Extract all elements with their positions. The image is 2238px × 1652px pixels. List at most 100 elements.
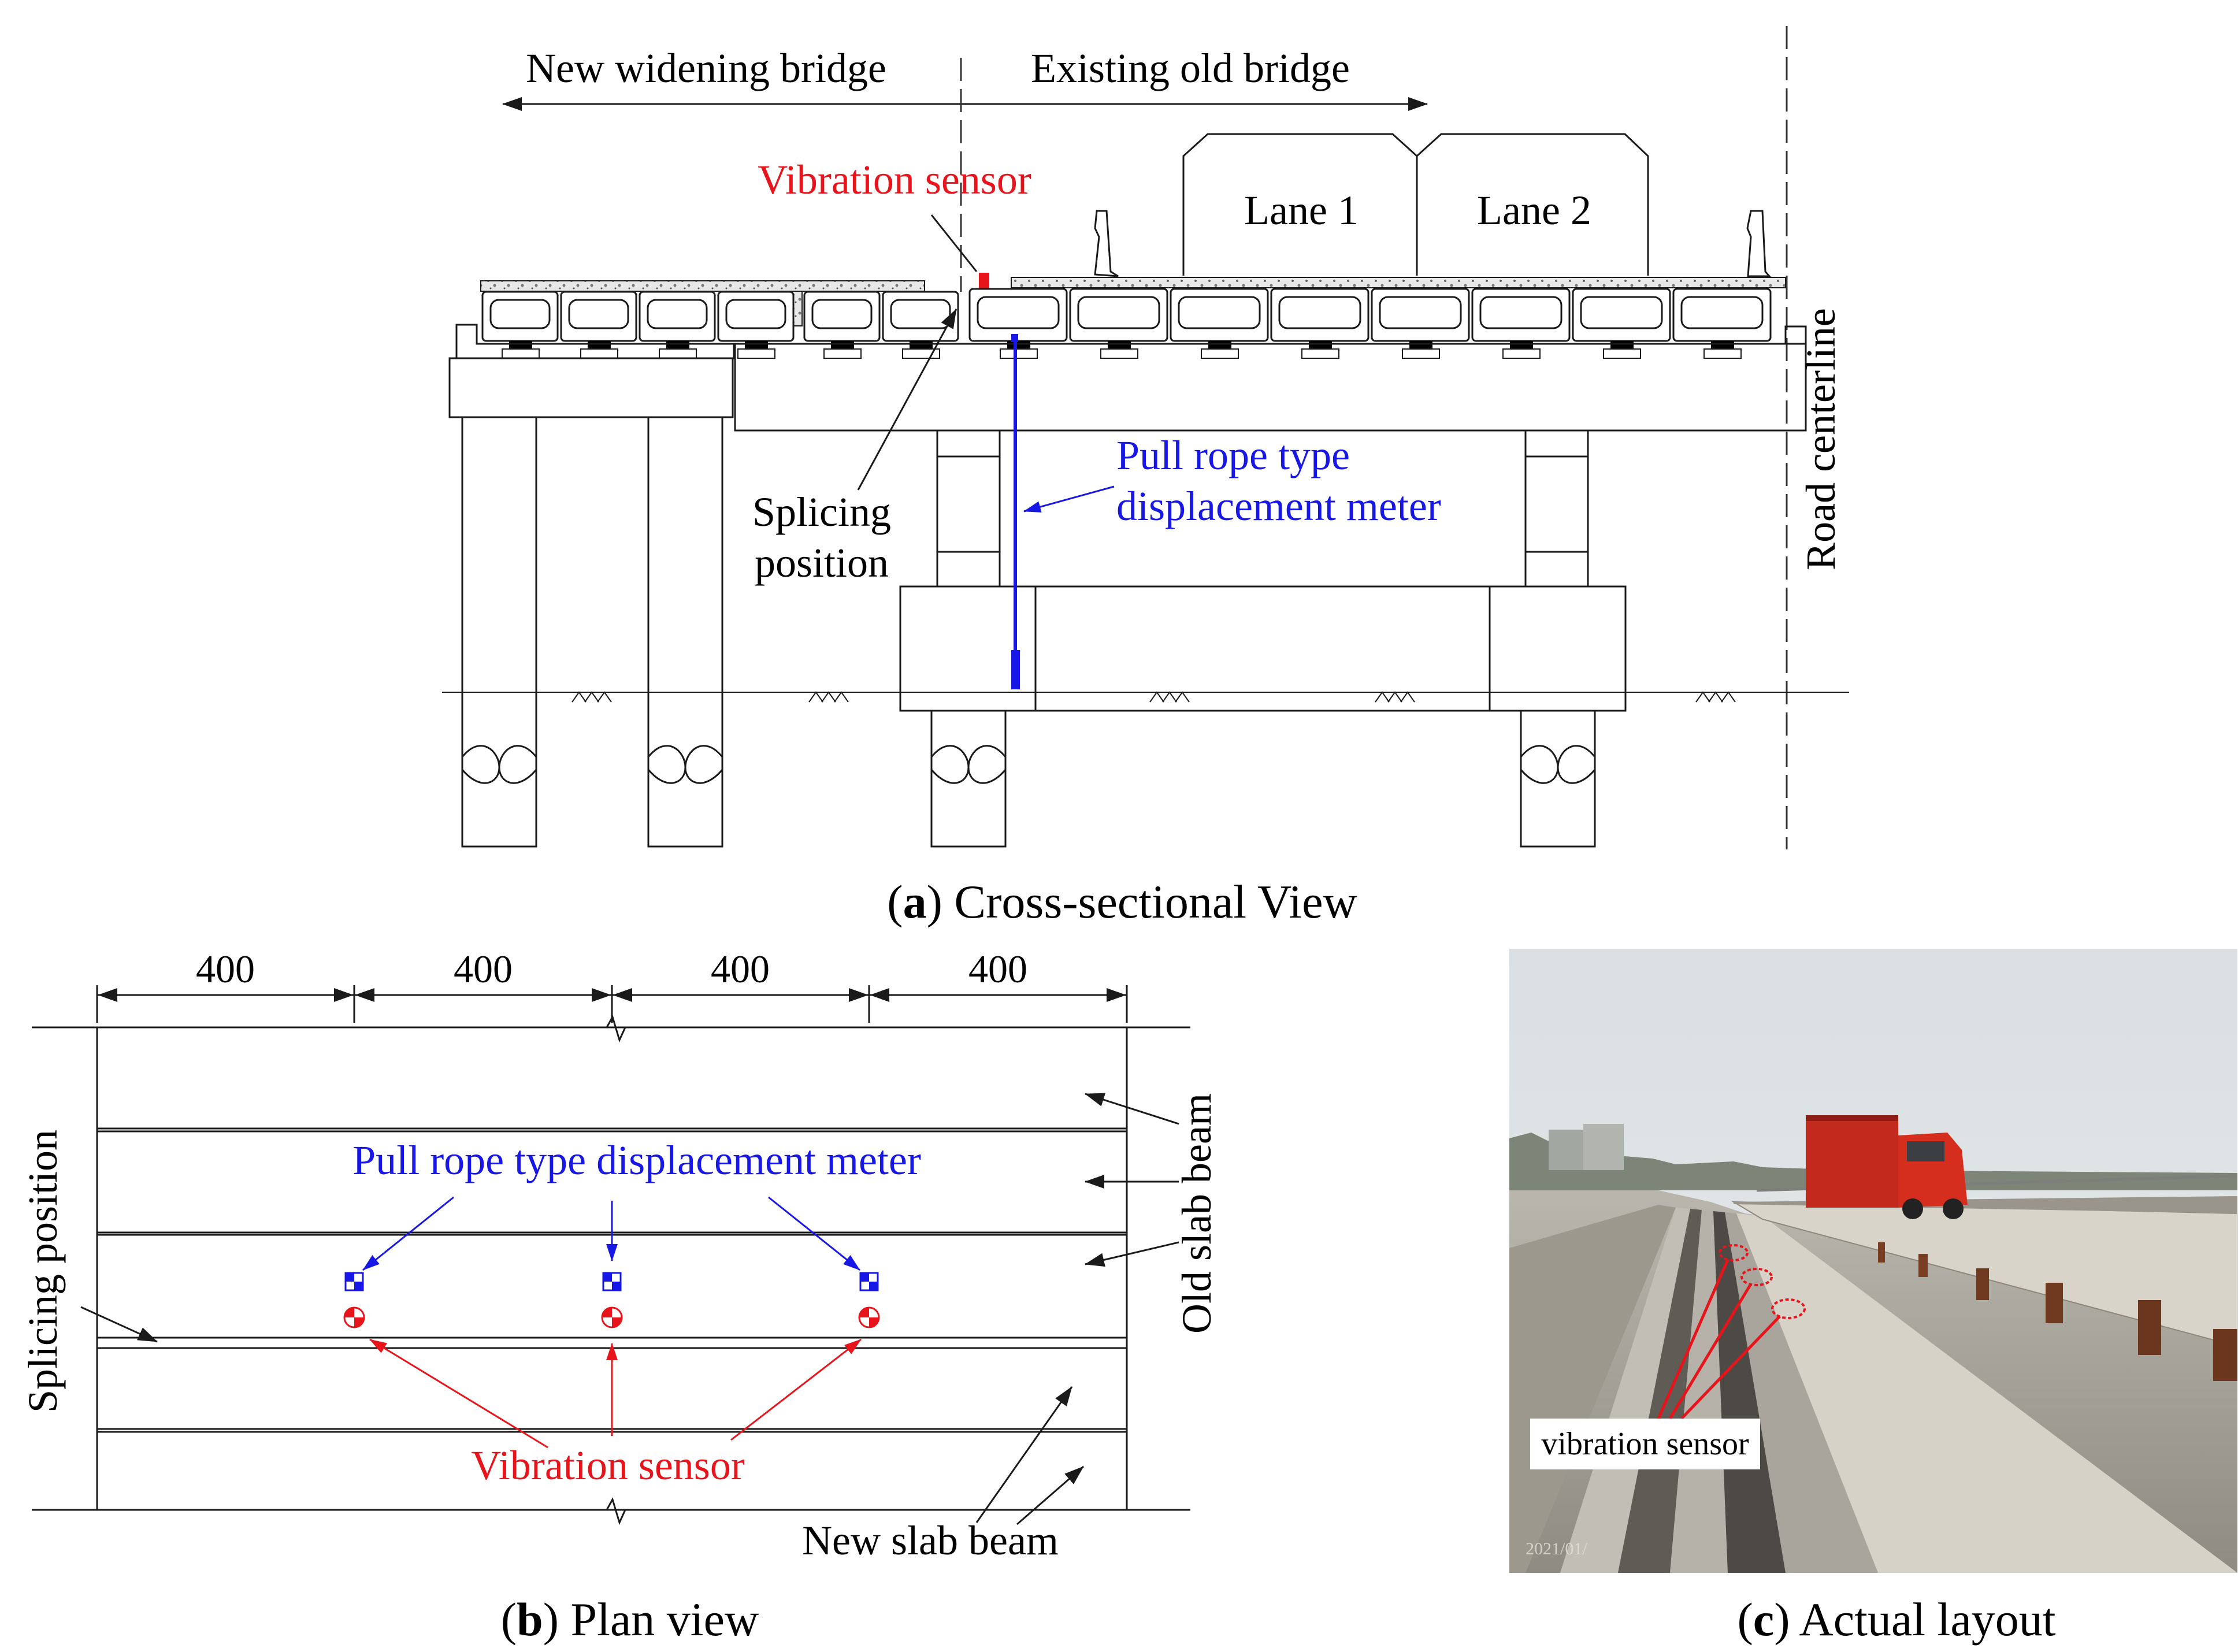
arrow-splicing-a (857, 309, 957, 491)
label-road-centerline: Road centerline (1798, 308, 1844, 570)
plan-sensor-markers (343, 1272, 880, 1328)
old-bearing (1007, 341, 1030, 349)
label-splicing-line2: position (755, 540, 889, 586)
photo-truck-wheel-2 (1943, 1198, 1964, 1219)
plan-top-edge-break (32, 1015, 1190, 1043)
old-beam-void (1580, 296, 1663, 329)
ground-hatch (1375, 691, 1390, 703)
photo-old-deck (1736, 1213, 2237, 1573)
ground-hatch (1162, 691, 1177, 703)
barrier-right (1746, 210, 1772, 277)
photo-timestamp: 2021/01/ (1526, 1539, 1587, 1558)
new-beam-void (647, 299, 708, 329)
dimension-label-4: 400 (968, 947, 1027, 991)
displacement-meter-marker-fill (603, 1273, 612, 1282)
arrow-pull-rope-b-1 (362, 1196, 454, 1271)
photo-leader-1 (1657, 1259, 1729, 1419)
ground-hatch (1400, 691, 1415, 703)
photo-building-1 (1549, 1130, 1583, 1170)
new-bearing-pad (659, 348, 697, 359)
old-bearing-pad (1703, 348, 1742, 359)
photo-rust-6 (2213, 1329, 2237, 1381)
photo-truck-box-top (1806, 1115, 1898, 1121)
photo-rust-2 (1918, 1254, 1928, 1277)
displacement-meter-marker-fill (860, 1273, 869, 1282)
caption-a-text: Cross-sectional View (954, 875, 1357, 928)
ground-hatch (834, 691, 849, 703)
arrow-vibration-b-3 (730, 1338, 862, 1441)
photo-rust-5 (2138, 1300, 2161, 1355)
barrier-left (1094, 210, 1119, 277)
ground-hatch (821, 691, 836, 703)
pile-break-curve (647, 745, 723, 784)
old-bearing (1309, 341, 1332, 349)
new-bearing-pad (902, 348, 940, 359)
old-bearing (1610, 341, 1634, 349)
arrow-splicing-b (80, 1306, 158, 1343)
vibration-sensor-marker-fill (344, 1308, 354, 1317)
old-bearing (1409, 341, 1432, 349)
old-bearing (1510, 341, 1533, 349)
new-bearing (910, 341, 933, 349)
photo-beam-row-4 (1725, 1212, 1878, 1573)
old-pile-cap (899, 585, 1627, 712)
new-column-left (461, 416, 537, 848)
photo-sensor-circle-3 (1771, 1298, 1806, 1319)
dimension-label-2: 400 (454, 947, 513, 991)
photo-horizon (1509, 1133, 2237, 1190)
new-bearing-pad (823, 348, 862, 359)
arrow-old-slab-3 (1085, 1241, 1179, 1267)
photo-leader-3 (1680, 1315, 1781, 1420)
old-bearing (1108, 341, 1131, 349)
old-beam-void (1077, 296, 1160, 329)
photo-building-2 (1583, 1124, 1624, 1170)
old-bearing-pad (1100, 348, 1138, 359)
new-cap-top (455, 324, 735, 359)
old-deck-paving (1011, 277, 1786, 288)
ground-hatch (1695, 691, 1710, 703)
label-pull-rope-b: Pull rope type displacement meter (352, 1137, 921, 1183)
label-lane-2: Lane 2 (1477, 187, 1591, 233)
label-lane-1: Lane 1 (1244, 187, 1359, 233)
photo-beam-row-1 (1509, 1205, 1676, 1573)
arrow-old-slab-1 (1085, 1093, 1179, 1125)
ground-hatch (571, 691, 587, 703)
pile-break-curve (461, 745, 537, 784)
label-vibration-sensor-a: Vibration sensor (758, 157, 1031, 203)
old-pile-left (930, 710, 1007, 848)
old-pier-left (936, 429, 1001, 588)
ground-hatch (1175, 691, 1190, 703)
photo-beam-gap-1 (1618, 1209, 1702, 1573)
caption-c: (c) Actual layout (1737, 1593, 2055, 1646)
photo-sensor-circle-1 (1719, 1244, 1749, 1261)
vibration-sensor-marker-fill (354, 1317, 364, 1327)
panel-a-cross-section: New widening bridge Existing old bridge … (442, 26, 1849, 928)
old-beam-void (1278, 296, 1361, 329)
arrow-pull-rope-a (1023, 485, 1115, 513)
new-beam-void (489, 299, 551, 329)
old-bearing-pad (1301, 348, 1339, 359)
dimension-label-3: 400 (711, 947, 770, 991)
old-bearing-pad (1603, 348, 1641, 359)
new-bearing (588, 341, 611, 349)
old-slab-strip-1 (96, 1026, 1128, 1130)
photo-leader-2 (1668, 1283, 1753, 1420)
photo-beam-row-3 (1670, 1210, 1728, 1573)
label-splicing-position-b: Splicing position (20, 1130, 66, 1413)
old-beam-void (1680, 296, 1764, 329)
old-bearing (1711, 341, 1734, 349)
ground-hatch (584, 691, 599, 703)
label-old-slab-beam: Old slab beam (1174, 1093, 1220, 1334)
arrow-new-slab-1 (975, 1386, 1073, 1523)
caption-b-text: Plan view (571, 1593, 759, 1646)
old-bearing-pad (1000, 348, 1038, 359)
new-beam-void (568, 299, 629, 329)
vibration-sensor-marker-a (979, 273, 989, 290)
new-column-right (647, 416, 723, 848)
new-bearing-pad (737, 348, 775, 359)
arrow-pull-rope-b-3 (768, 1196, 860, 1271)
pile-break-curve (930, 745, 1007, 784)
new-bearing (666, 341, 689, 349)
new-deck-paving (480, 280, 925, 292)
label-existing-old-bridge: Existing old bridge (1031, 45, 1350, 91)
